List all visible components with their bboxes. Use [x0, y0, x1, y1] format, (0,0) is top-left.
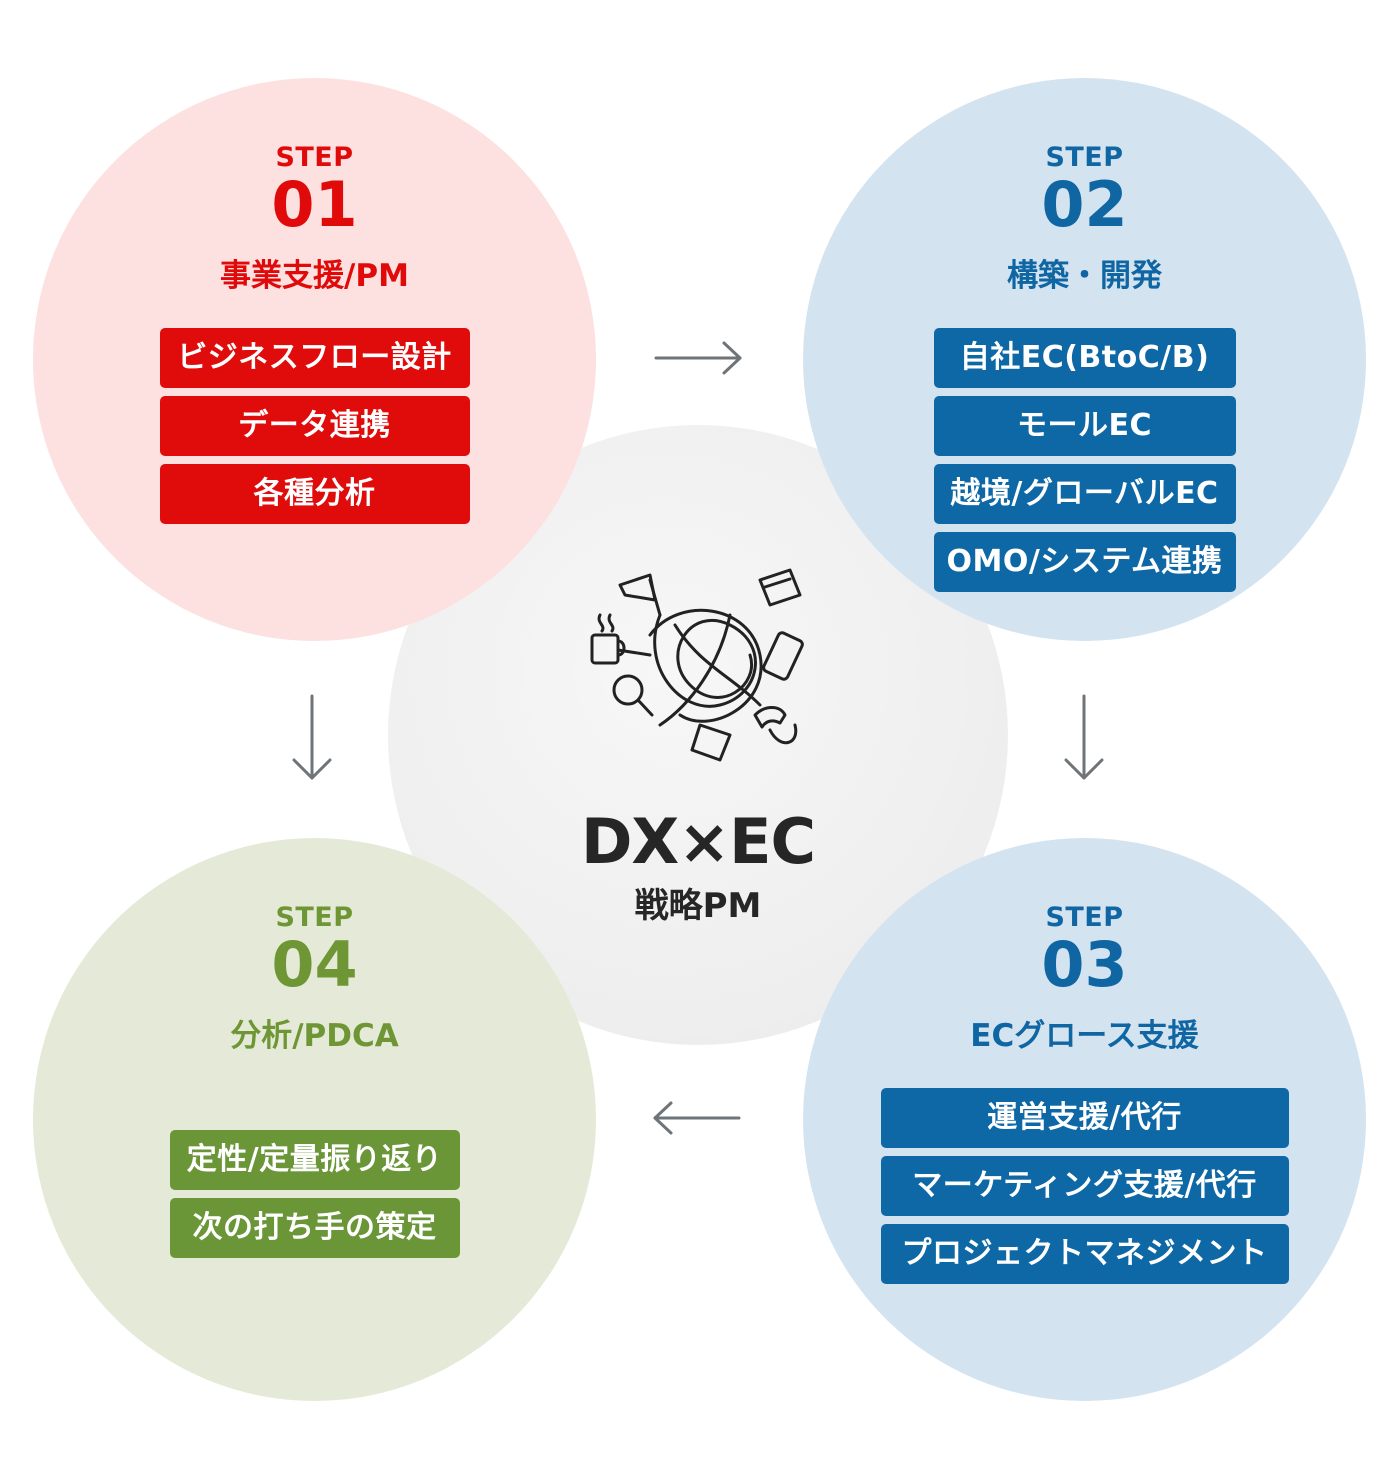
step-tag: 自社EC(BtoC/B)	[933, 328, 1236, 388]
step-tag: 運営支援/代行	[880, 1088, 1289, 1148]
step-tag: プロジェクトマネジメント	[880, 1224, 1289, 1284]
step-label: STEP	[1045, 902, 1124, 933]
arrow-down-icon	[292, 694, 332, 780]
step-tag: 各種分析	[159, 464, 470, 524]
step-tag: モールEC	[933, 396, 1236, 456]
step-04-circle: STEP 04 分析/PDCA 定性/定量振り返り 次の打ち手の策定	[33, 838, 596, 1401]
step-number: 04	[271, 928, 358, 1001]
step-tag-list: ビジネスフロー設計 データ連携 各種分析	[33, 328, 596, 532]
step-title: ECグロース支援	[970, 1018, 1199, 1054]
center-subtitle: 戦略PM	[634, 886, 762, 926]
step-label: STEP	[1045, 142, 1124, 173]
step-number: 02	[1041, 168, 1128, 241]
step-01-circle: STEP 01 事業支援/PM ビジネスフロー設計 データ連携 各種分析	[33, 78, 596, 641]
step-tag-list: 定性/定量振り返り 次の打ち手の策定	[33, 1130, 596, 1266]
arrow-right-icon	[654, 341, 742, 375]
step-tag: 定性/定量振り返り	[169, 1130, 460, 1190]
step-tag: 越境/グローバルEC	[933, 464, 1236, 524]
step-tag: 次の打ち手の策定	[169, 1198, 460, 1258]
step-tag: OMO/システム連携	[933, 532, 1236, 592]
arrow-down-icon	[1064, 694, 1104, 780]
tangled-hands-illustration-icon	[590, 568, 804, 762]
step-tag: ビジネスフロー設計	[159, 328, 470, 388]
step-title: 事業支援/PM	[220, 258, 409, 294]
step-title: 分析/PDCA	[230, 1018, 399, 1054]
center-title: DX×EC	[580, 805, 816, 878]
step-number: 01	[271, 168, 358, 241]
step-label: STEP	[275, 902, 354, 933]
step-label: STEP	[275, 142, 354, 173]
step-tag-list: 運営支援/代行 マーケティング支援/代行 プロジェクトマネジメント	[803, 1088, 1366, 1292]
step-tag-list: 自社EC(BtoC/B) モールEC 越境/グローバルEC OMO/システム連携	[803, 328, 1366, 600]
arrow-left-icon	[653, 1101, 741, 1135]
step-title: 構築・開発	[1007, 258, 1162, 294]
step-number: 03	[1041, 928, 1128, 1001]
step-02-circle: STEP 02 構築・開発 自社EC(BtoC/B) モールEC 越境/グローバ…	[803, 78, 1366, 641]
step-03-circle: STEP 03 ECグロース支援 運営支援/代行 マーケティング支援/代行 プロ…	[803, 838, 1366, 1401]
step-tag: データ連携	[159, 396, 470, 456]
step-tag: マーケティング支援/代行	[880, 1156, 1289, 1216]
